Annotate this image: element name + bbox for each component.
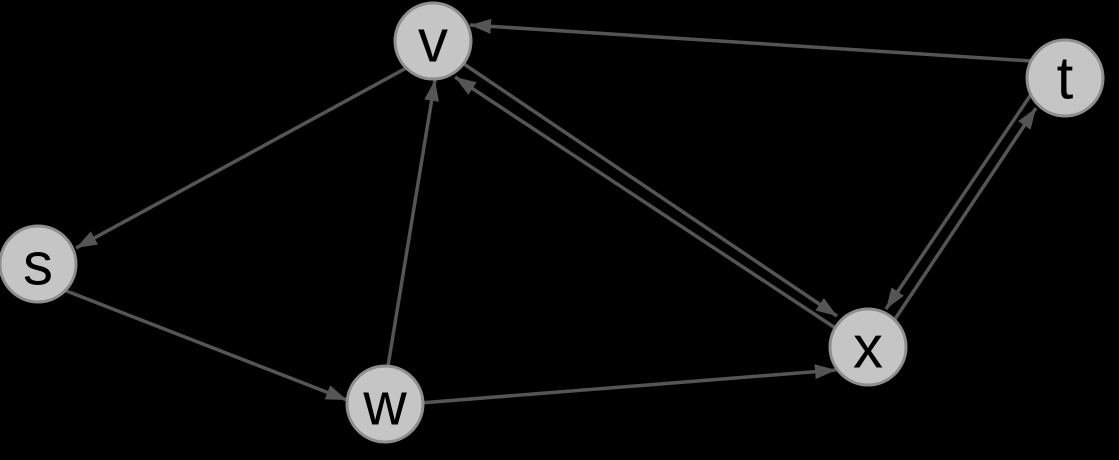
node-t-label: t	[1057, 45, 1074, 112]
edge-t-v	[469, 18, 1032, 63]
node-x: x	[828, 307, 908, 387]
node-w-label: w	[362, 371, 407, 438]
node-v: v	[393, 1, 473, 81]
edge-w-v	[385, 79, 439, 373]
edge-t-x	[884, 92, 1034, 310]
node-s-circle	[0, 224, 78, 304]
node-t-circle	[1025, 38, 1105, 118]
node-w: w	[345, 364, 425, 444]
node-x-label: x	[853, 314, 883, 381]
node-v-circle	[393, 1, 473, 81]
edge-v-s	[75, 64, 411, 250]
edge-w-x	[419, 364, 837, 405]
edge-s-w	[63, 288, 348, 402]
edge-v-x	[460, 60, 838, 318]
edge-x-t	[891, 107, 1038, 323]
node-s-label: s	[23, 231, 53, 298]
node-t: t	[1025, 38, 1105, 118]
node-s: s	[0, 224, 78, 304]
nodes-layer: s v w x t	[0, 1, 1105, 444]
edge-x-v	[454, 75, 847, 337]
node-x-circle	[828, 307, 908, 387]
node-w-circle	[345, 364, 425, 444]
node-v-label: v	[418, 8, 448, 75]
edges-layer	[63, 18, 1038, 405]
